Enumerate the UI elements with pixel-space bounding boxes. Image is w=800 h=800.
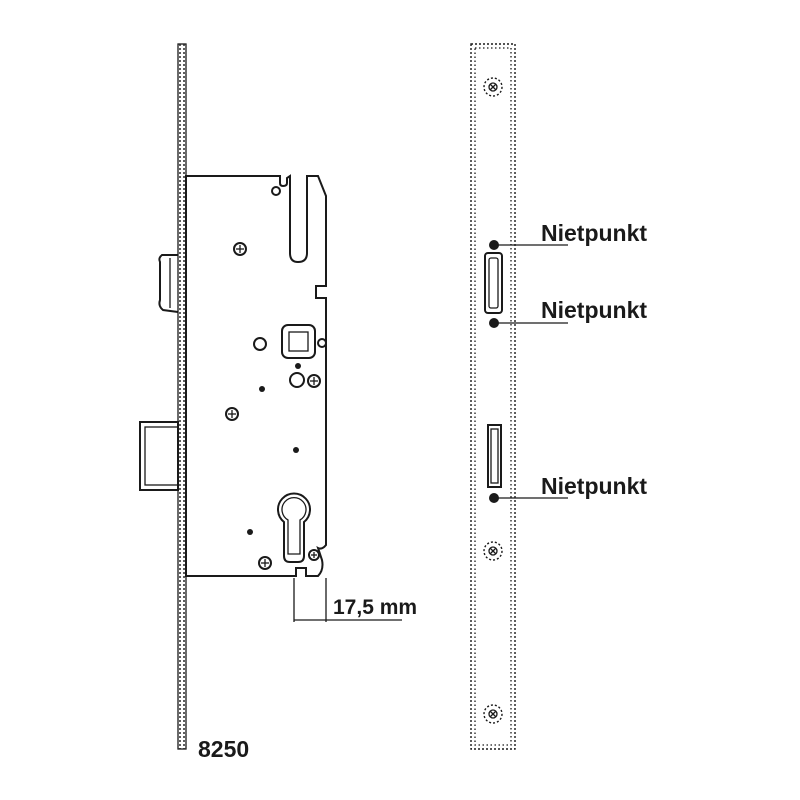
latch-opening [484,252,503,314]
cylinder-profile-hole [277,492,311,563]
lock-side-view: 17,5 mm 8250 [139,43,417,762]
backset-dimension-label: 17,5 mm [333,596,417,619]
rivet-label-3: Nietpunkt [541,473,647,499]
case-screws [225,186,321,570]
forend-side-strip [177,43,187,750]
backset-dimension: 17,5 mm [293,578,417,622]
forend-front-view: Nietpunkt Nietpunkt Nietpunkt [470,43,647,750]
rivet-point-3 [489,493,568,503]
rivet-label-2: Nietpunkt [541,297,647,323]
bolt-opening [487,424,502,488]
rivet-label-1: Nietpunkt [541,220,647,246]
rivet-point-2 [489,318,568,328]
case-pins [247,337,327,535]
forend-plate [470,43,516,750]
rivet-point-1 [489,240,568,250]
model-number: 8250 [198,736,249,762]
dead-bolt [139,421,179,491]
latch-bolt [158,254,179,313]
lock-case-body [185,174,327,577]
follower-hub [281,324,316,359]
forend-screw-holes [483,77,503,724]
